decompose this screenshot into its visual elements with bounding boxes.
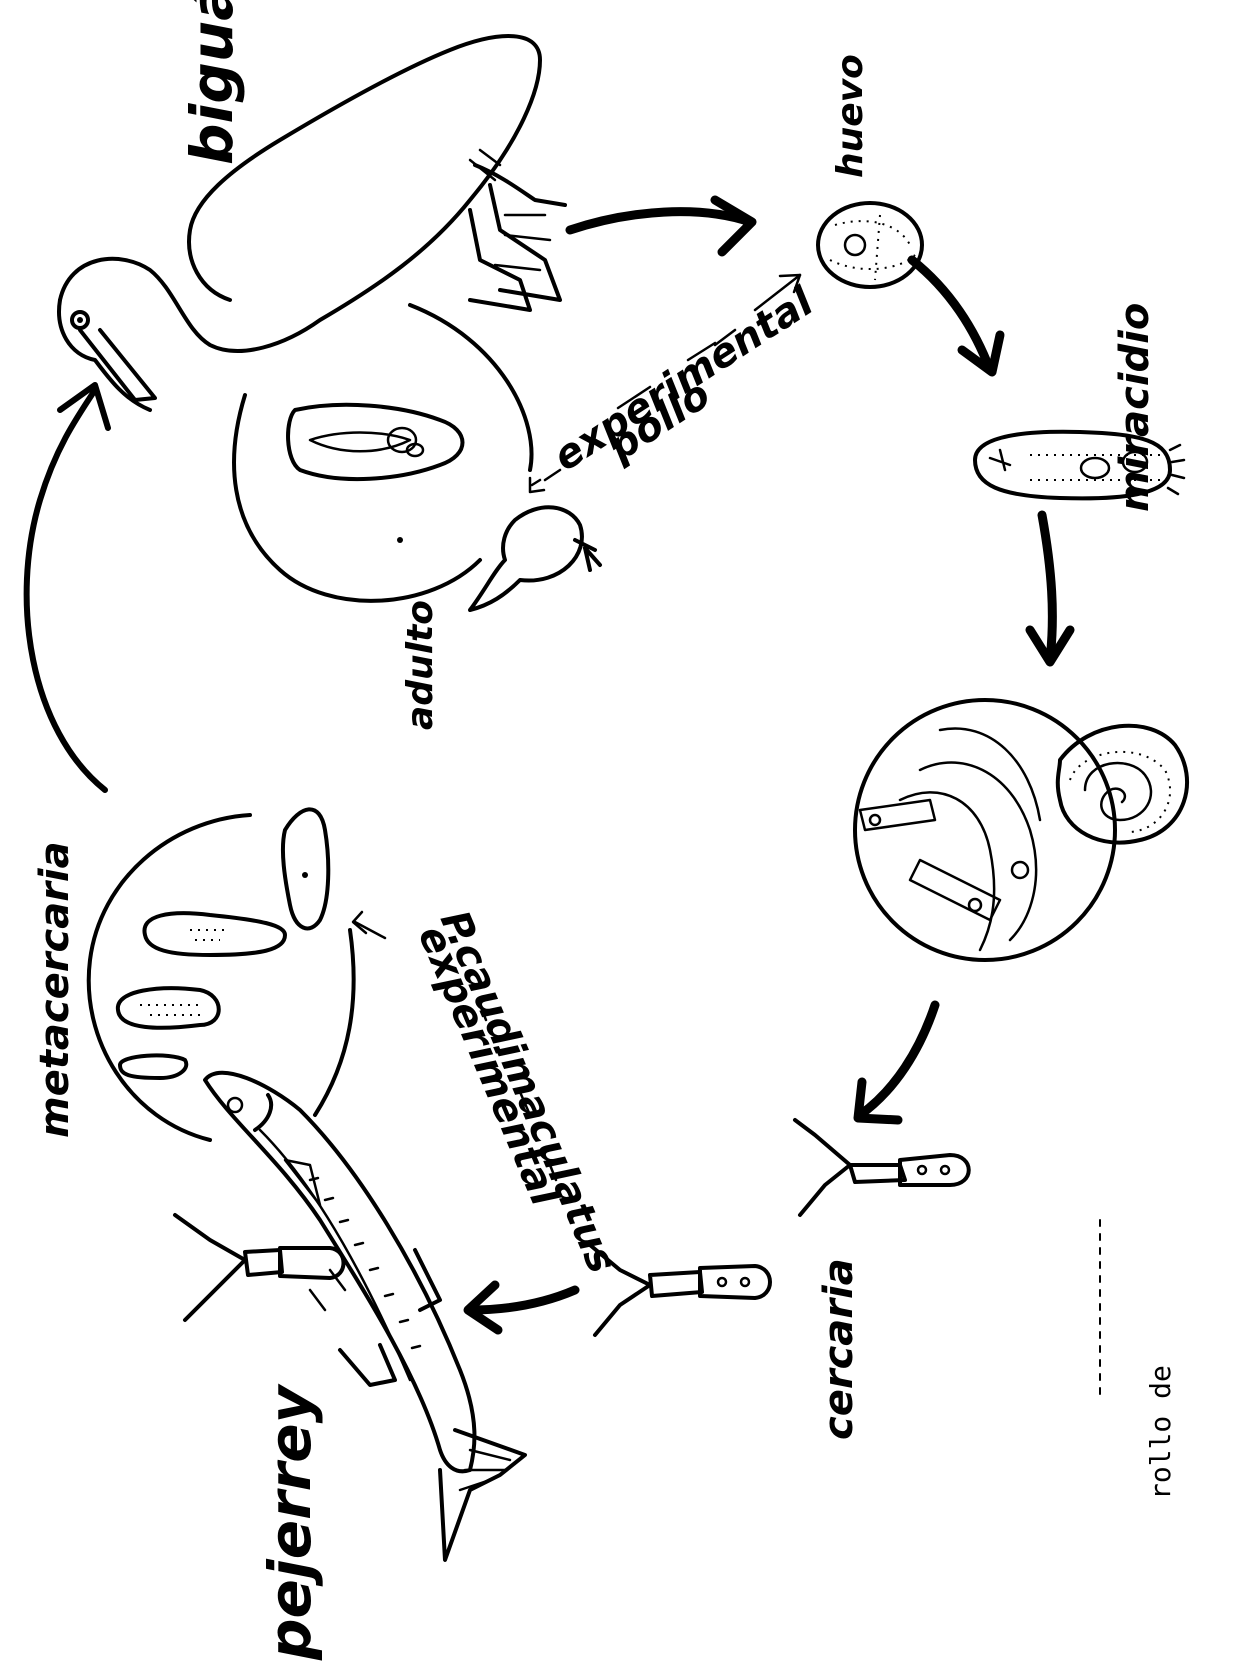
arrow-cercaria-to-pejerrey — [468, 1285, 575, 1330]
snail-sporocyst-inset — [855, 700, 1187, 960]
arrow-bigua-to-huevo — [570, 200, 752, 252]
chick-drawing — [470, 507, 600, 610]
arrow-snail-to-cercaria — [858, 1005, 935, 1120]
label-adulto: adulto — [400, 600, 441, 730]
arrow-metacercaria-to-bigua — [27, 385, 108, 790]
footer-text: rollo de — [1144, 1365, 1177, 1500]
arrow-huevo-to-miracidio — [912, 260, 1000, 372]
egg-drawing — [818, 203, 922, 287]
label-bigua: biguá — [178, 0, 246, 165]
arrow-miracidio-to-snail — [1030, 515, 1070, 662]
label-p-caudimaculatus: P.caudimaculatus — [431, 904, 625, 1280]
metacercaria-inset — [89, 809, 354, 1140]
cercaria-right — [795, 1120, 969, 1215]
label-huevo: huevo — [830, 54, 871, 178]
arrow-caudimaculatus-to-metacercaria — [353, 912, 385, 938]
cercaria-left — [175, 1215, 344, 1320]
label-miracidio: miracidio — [1112, 303, 1158, 512]
label-metacercaria: metacercaria — [32, 841, 78, 1138]
label-cercaria: cercaria — [816, 1258, 862, 1440]
adult-fluke-inset — [234, 305, 531, 601]
bigua-bird-drawing — [59, 36, 565, 410]
label-pejerrey: pejerrey — [256, 1383, 324, 1661]
